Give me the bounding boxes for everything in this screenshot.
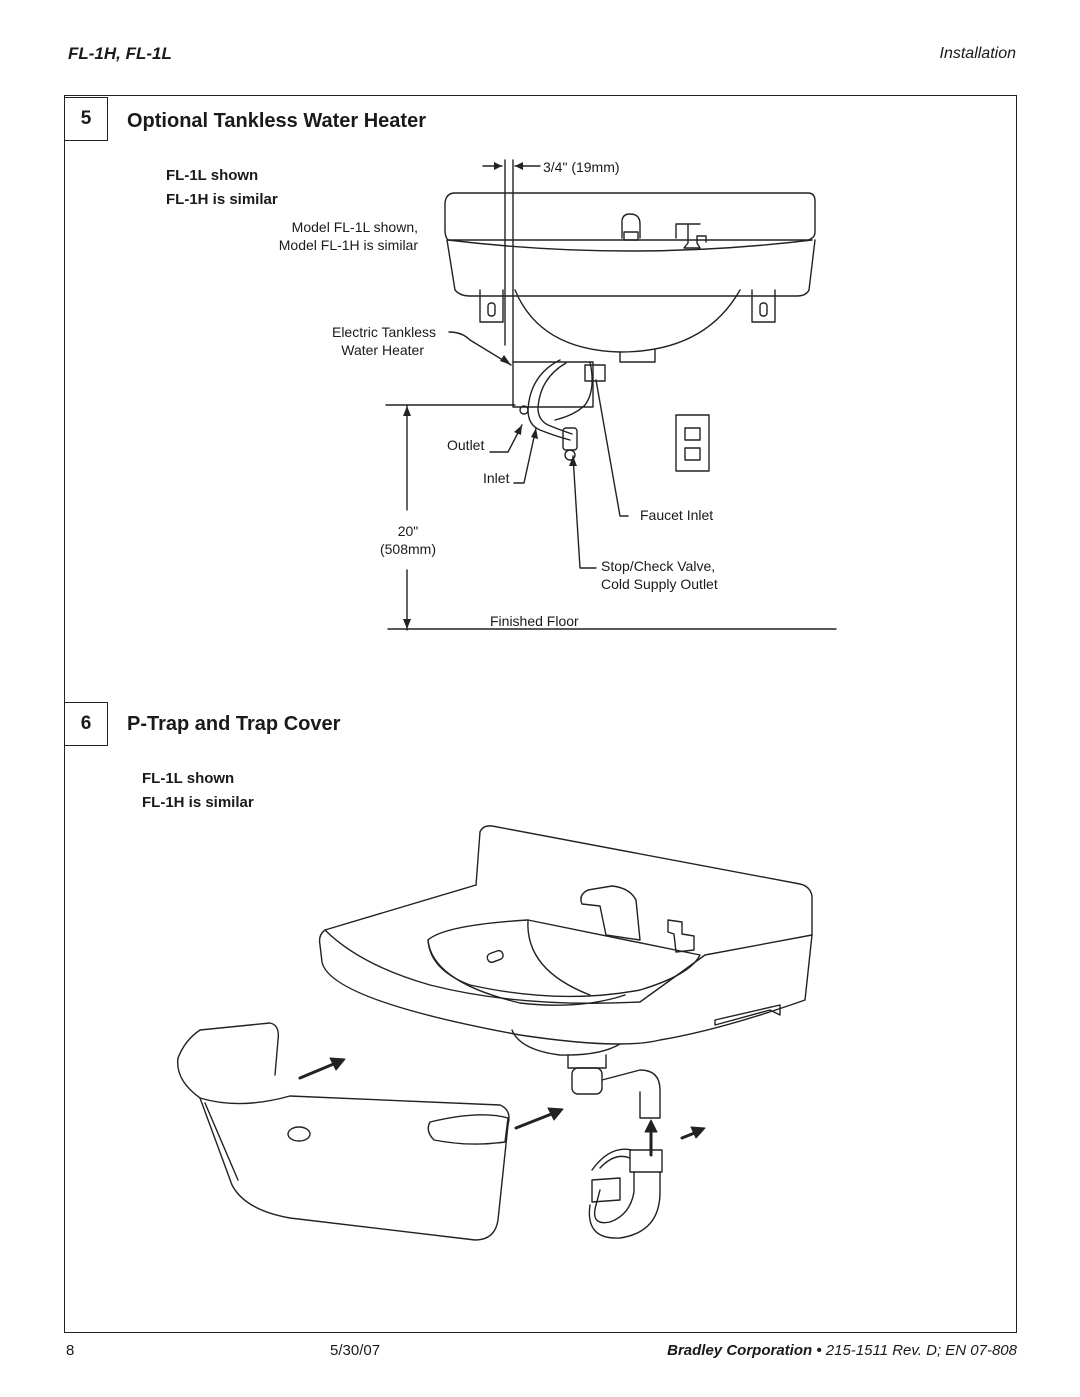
floor-label: Finished Floor <box>490 613 579 629</box>
valve-label-line2: Cold Supply Outlet <box>601 576 718 592</box>
header-section: Installation <box>939 45 1017 62</box>
page-number: 8 <box>66 1342 75 1359</box>
footer-date: 5/30/07 <box>330 1342 381 1359</box>
sink-front-view <box>385 159 837 631</box>
footer-company: Bradley Corporation • 215-1511 Rev. D; E… <box>667 1342 1017 1359</box>
step-6-title: P-Trap and Trap Cover <box>127 713 341 735</box>
footer-bullet: • <box>816 1342 822 1359</box>
heater-label-line2: Water Heater <box>341 342 424 358</box>
step-5-note: FL-1L shown FL-1H is similar <box>166 164 278 212</box>
sink-isometric-view <box>176 825 813 1241</box>
step-6-note: FL-1L shown FL-1H is similar <box>142 767 254 815</box>
header-model: FL-1H, FL-1L <box>68 44 172 63</box>
height-dimension-label: 20" (508mm) <box>366 522 450 558</box>
doc-number: 215-1511 Rev. D; EN 07-808 <box>825 1342 1017 1359</box>
valve-label: Stop/Check Valve, Cold Supply Outlet <box>601 557 718 593</box>
outlet-label: Outlet <box>447 437 485 453</box>
heater-label: Electric Tankless Water Heater <box>300 323 436 359</box>
step-6-number: 6 <box>64 702 108 746</box>
valve-label-line1: Stop/Check Valve, <box>601 558 716 574</box>
inlet-label: Inlet <box>483 470 510 486</box>
model-label-line2: Model FL-1H is similar <box>278 237 418 253</box>
model-label: Model FL-1L shown, Model FL-1H is simila… <box>250 218 418 254</box>
heater-label-line1: Electric Tankless <box>331 324 436 340</box>
step-5-title: Optional Tankless Water Heater <box>127 110 426 132</box>
step-6-note-line2: FL-1H is similar <box>142 794 254 811</box>
gap-dimension-label: 3/4" (19mm) <box>543 159 620 175</box>
step-6-note-line1: FL-1L shown <box>142 770 235 787</box>
height-in: 20" <box>397 523 419 539</box>
faucet-inlet-label: Faucet Inlet <box>640 507 714 523</box>
model-label-line1: Model FL-1L shown, <box>291 219 418 235</box>
height-mm: (508mm) <box>379 541 436 557</box>
step-5-number: 5 <box>64 97 108 141</box>
company-name: Bradley Corporation <box>667 1342 813 1359</box>
step-5-note-line2: FL-1H is similar <box>166 191 278 208</box>
step-5-note-line1: FL-1L shown <box>166 167 259 184</box>
